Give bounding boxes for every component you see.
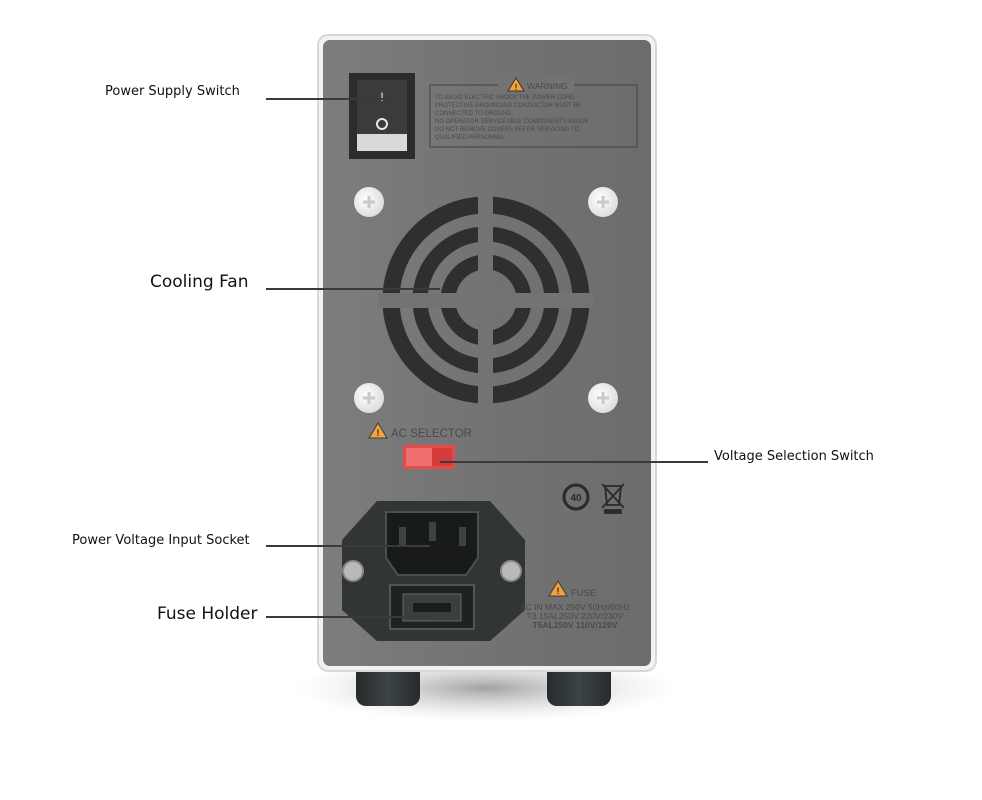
- ac-selector-label: AC SELECTOR: [391, 428, 472, 440]
- label-cooling-fan: Cooling Fan: [150, 272, 249, 292]
- warning-icon: [507, 77, 525, 92]
- fuse-holder[interactable]: [389, 584, 475, 630]
- svg-text:!: !: [557, 586, 560, 596]
- ac-selector-warning-icon: [368, 422, 388, 439]
- eco-mark-text: 40: [570, 493, 582, 504]
- switch-off-mark: [376, 118, 388, 130]
- eco-40-icon: 40: [562, 483, 590, 511]
- svg-text:!: !: [377, 428, 380, 438]
- switch-on-mark: I: [380, 90, 383, 104]
- module-screw-right: [500, 560, 522, 582]
- power-supply-switch[interactable]: I: [349, 73, 415, 159]
- label-voltage-selection-switch: Voltage Selection Switch: [714, 449, 874, 464]
- warning-title: WARNING: [527, 81, 568, 91]
- warning-plate: ! WARNING TO AVOID ELECTRIC SHOCK THE PO…: [429, 77, 638, 148]
- fuse-warning-icon: [548, 580, 568, 597]
- fuse-title: FUSE: [571, 588, 596, 599]
- label-fuse-holder: Fuse Holder: [157, 604, 258, 624]
- module-screw-left: [342, 560, 364, 582]
- warning-line: NO OPERATOR SERVICEABLE COMPONENTS INSID…: [435, 119, 588, 125]
- screw-top-right: [588, 187, 618, 217]
- fuse-rating-line: AC IN MAX 250V 50Hz/60Hz: [520, 602, 630, 612]
- label-power-voltage-input-socket: Power Voltage Input Socket: [72, 533, 250, 548]
- fuse-rating-line: T5AL250V 110V/120V: [532, 620, 617, 630]
- weee-bin-icon: [601, 483, 625, 514]
- leader-lines: [266, 98, 708, 618]
- cooling-fan: [378, 192, 594, 408]
- screw-bottom-left: [354, 383, 384, 413]
- label-power-supply-switch: Power Supply Switch: [105, 84, 240, 99]
- screw-bottom-right: [588, 383, 618, 413]
- warning-line: PROTECTIVE GROUNDING CONDUCTOR MUST BE: [435, 103, 581, 109]
- svg-text:!: !: [515, 83, 518, 92]
- voltage-selection-switch[interactable]: [403, 445, 455, 469]
- warning-line: CONNECTED TO GROUND: [435, 111, 512, 117]
- screw-top-left: [354, 187, 384, 217]
- ac-selector-label-group: ! AC SELECTOR: [368, 422, 472, 440]
- warning-line: DO NOT REMOVE COVERS REFER SERVICING TO: [435, 127, 580, 133]
- fuse-rating-line: T3 15AL250V 220V/230V: [527, 611, 624, 621]
- warning-line: QUALIFIED PERSONNEL: [435, 135, 506, 141]
- warning-line: TO AVOID ELECTRIC SHOCK THE POWER CORD: [435, 95, 575, 101]
- fuse-rating-plate: ! FUSE AC IN MAX 250V 50Hz/60Hz T3 15AL2…: [520, 580, 630, 630]
- power-voltage-input-socket[interactable]: [385, 511, 479, 576]
